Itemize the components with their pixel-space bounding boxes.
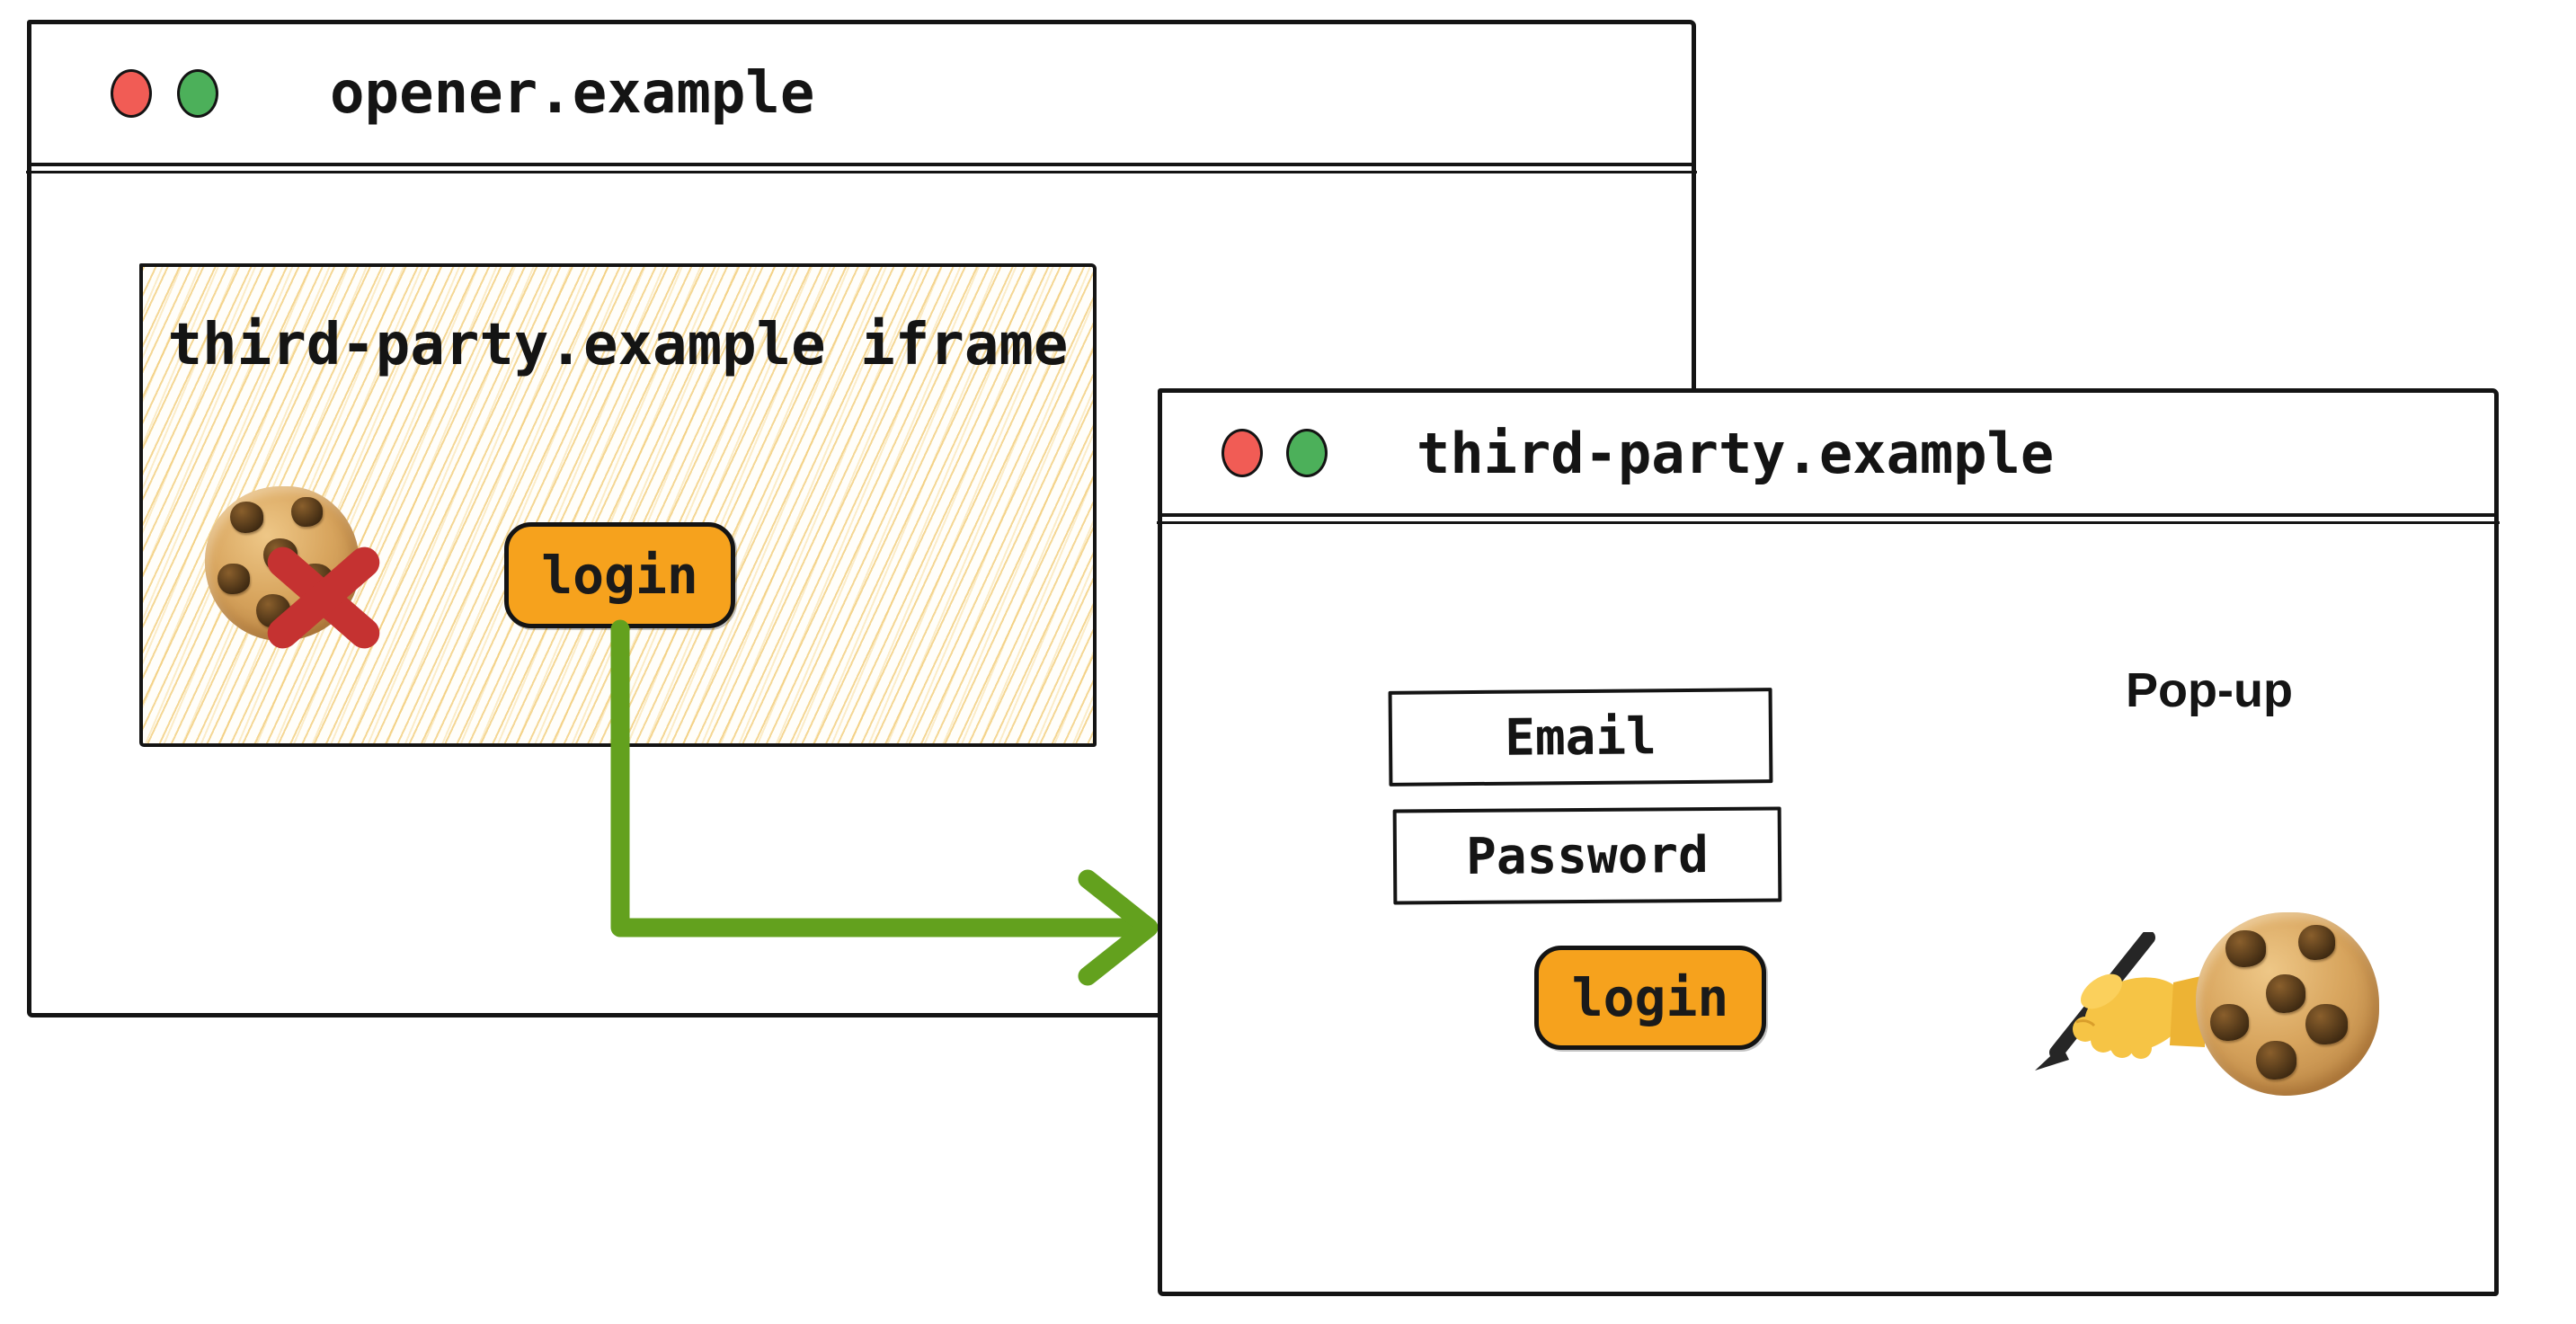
writing-hand-icon <box>2035 932 2205 1071</box>
blocked-cross-icon <box>261 540 386 655</box>
email-input[interactable]: Email <box>1388 688 1773 786</box>
close-button[interactable] <box>111 69 152 118</box>
minimize-button[interactable] <box>1286 429 1328 477</box>
password-input[interactable]: Password <box>1392 806 1782 905</box>
popup-label: Pop-up <box>2126 663 2293 717</box>
popup-window-title: third-party.example <box>1417 420 2055 486</box>
iframe-login-button[interactable]: login <box>504 522 735 628</box>
popup-login-button[interactable]: login <box>1534 946 1766 1050</box>
iframe-heading: third-party.example iframe <box>167 312 1069 378</box>
opener-titlebar[interactable]: opener.example <box>26 24 1697 173</box>
minimize-button[interactable] <box>177 69 218 118</box>
third-party-iframe: third-party.example iframe login <box>139 263 1097 747</box>
opener-window-title: opener.example <box>330 60 815 127</box>
popup-titlebar[interactable]: third-party.example <box>1157 393 2500 524</box>
close-button[interactable] <box>1221 429 1263 477</box>
cookie-icon <box>2196 912 2379 1096</box>
popup-window: third-party.example Email Password login… <box>1157 388 2500 1296</box>
